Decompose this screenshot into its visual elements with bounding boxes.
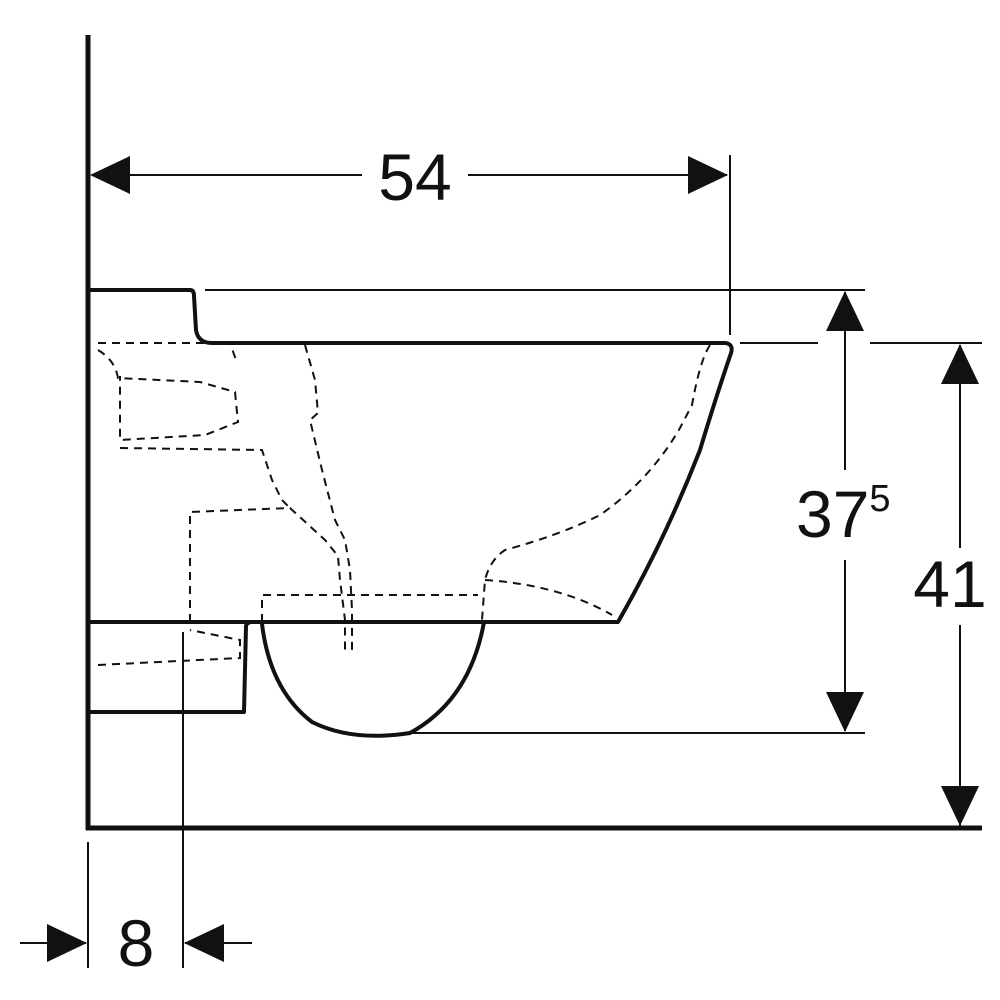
trap-floor xyxy=(261,594,478,622)
wall-and-floor xyxy=(85,35,982,831)
connector-block xyxy=(88,620,264,714)
rim-flush-channel xyxy=(98,342,237,361)
depth-arrow-right xyxy=(688,156,728,194)
bowl-height-superscript: 5 xyxy=(869,478,890,520)
depth-arrow-left xyxy=(90,156,130,194)
total-height-arrow-bottom xyxy=(941,786,979,826)
trap-wall-right xyxy=(304,344,353,655)
hidden-lines xyxy=(97,342,711,666)
bowl-height-arrow-top xyxy=(826,291,864,331)
dimension-labels: 54 375 41 8 xyxy=(118,140,987,980)
total-height-arrow-top xyxy=(941,344,979,384)
dimension-lines xyxy=(20,155,982,968)
total-height-label: 41 xyxy=(913,547,986,621)
bowl-height-arrow-bottom xyxy=(826,692,864,732)
depth-label: 54 xyxy=(378,140,451,214)
wall-offset-label: 8 xyxy=(118,906,155,980)
bowl-underside xyxy=(260,620,486,738)
inlet-upper xyxy=(97,349,240,442)
offset-arrow-right xyxy=(184,924,224,962)
bowl-height-label: 375 xyxy=(796,477,891,551)
bowl-inner-right xyxy=(481,344,711,621)
bowl-inner-bottom xyxy=(484,579,613,616)
bowl-height-value: 37 xyxy=(796,477,869,551)
waste-pipe xyxy=(97,629,241,666)
toilet-outline xyxy=(88,288,734,738)
bowl-top-profile xyxy=(88,288,734,624)
trap-wall-left xyxy=(189,506,346,655)
inlet-lower xyxy=(119,447,291,509)
offset-arrow-left xyxy=(47,924,87,962)
